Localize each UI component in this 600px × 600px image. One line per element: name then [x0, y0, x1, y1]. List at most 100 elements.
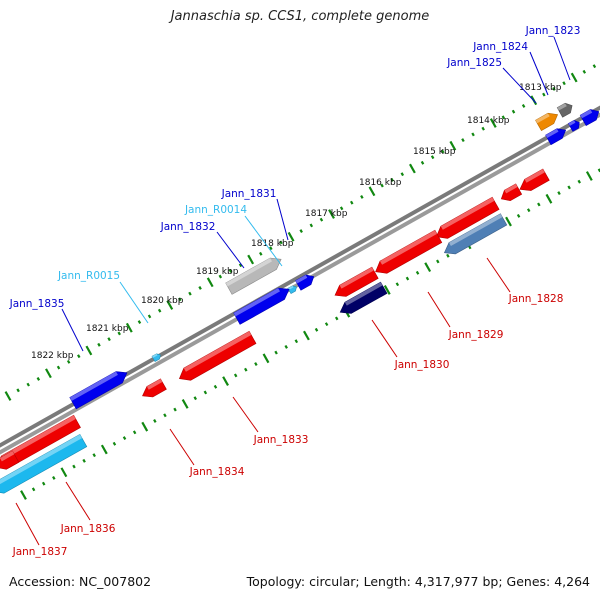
gene-label[interactable]: Jann_1825	[446, 57, 502, 69]
scale-tick	[82, 458, 86, 463]
scale-tick	[328, 209, 335, 219]
gene-label[interactable]: Jann_1823	[525, 25, 581, 37]
scale-tick	[501, 115, 506, 120]
scale-tick	[4, 391, 12, 401]
scale-tick	[107, 337, 111, 342]
scale-tick	[585, 171, 593, 181]
gene-label-connector	[15, 502, 40, 546]
scale-tick	[153, 419, 157, 423]
scale-tick	[562, 81, 566, 86]
gene-arrow-jann-1836-highlight	[1, 415, 76, 460]
gene-label[interactable]: Jann_1831	[221, 188, 277, 200]
scale-tick	[247, 254, 255, 265]
gene-label[interactable]: Jann_1828	[508, 293, 564, 305]
scale-tick	[141, 421, 149, 432]
scale-tick	[516, 213, 521, 218]
gene-label[interactable]: Jann_1833	[253, 434, 309, 446]
scale-tick	[350, 200, 354, 205]
accession-text: Accession: NC_007802	[9, 574, 152, 589]
scale-tick	[505, 216, 512, 227]
gene-arrow-jann-1832-highlight	[233, 288, 280, 317]
gene-arrow-jann-r0014-highlight	[288, 285, 294, 290]
scale-tick	[31, 487, 36, 492]
scale-tick	[218, 274, 223, 279]
scale-tick	[400, 172, 405, 177]
scale-tick	[303, 330, 310, 341]
scale-tick	[222, 376, 229, 386]
gene-label[interactable]: Jann_1836	[60, 523, 116, 535]
scale-tick	[117, 331, 121, 336]
scale-tick	[16, 388, 20, 393]
scale-tick	[314, 327, 319, 332]
gene-label-connector	[61, 308, 84, 352]
scale-tick	[567, 185, 571, 190]
gene-label[interactable]: Jann_1832	[160, 221, 216, 233]
gene-label[interactable]: Jann_1829	[448, 329, 504, 341]
scale-tick	[395, 282, 400, 287]
scale-tick	[203, 390, 208, 395]
scale-label: 1817 kbp	[305, 209, 348, 219]
scale-tick	[339, 206, 344, 211]
gene-label[interactable]: Jann_1837	[12, 546, 68, 558]
scale-tick	[206, 277, 214, 288]
gene-arrow-jann-r0015-highlight	[152, 353, 158, 358]
scale-tick	[56, 365, 61, 370]
scale-tick	[390, 177, 394, 182]
gene-label-connector	[216, 231, 245, 269]
gene-arrow-jann-1834-highlight	[146, 378, 163, 390]
gene-label[interactable]: Jann_R0015	[57, 270, 120, 282]
scale-tick	[157, 308, 162, 313]
gene-arrow-jann-1836-highlight	[0, 450, 15, 462]
scale-tick	[446, 253, 450, 258]
gene-arrow-jann-1829-highlight	[524, 169, 545, 183]
gene-arrow-jann-1829-highlight	[339, 267, 374, 289]
gene-arrow-jann-1828-highlight	[449, 213, 503, 246]
scale-tick	[526, 208, 531, 213]
scale-tick	[233, 373, 238, 378]
gene-label[interactable]: Jann_1834	[189, 466, 245, 478]
gene-label-connector	[276, 198, 289, 241]
gene-arrow-jann-1824-highlight	[545, 128, 559, 138]
gene-arrow-jann-1828[interactable]	[443, 213, 508, 255]
scale-tick	[415, 270, 420, 275]
gene-arrow-jann-1830-highlight	[344, 282, 383, 306]
scale-label: 1818 kbp	[251, 239, 294, 249]
scale-tick	[213, 384, 218, 389]
scale-tick	[228, 268, 233, 273]
scale-label: 1819 kbp	[196, 267, 239, 277]
gene-label-connector	[553, 36, 571, 81]
gene-label[interactable]: Jann_1835	[9, 298, 65, 310]
scale-tick	[279, 240, 283, 245]
scale-tick	[77, 354, 81, 359]
gene-arrow-jann-1835[interactable]	[69, 371, 128, 410]
scale-tick	[430, 155, 435, 160]
scale-tick	[45, 368, 52, 379]
scale-tick	[72, 464, 76, 469]
gene-arrow-jann-1832[interactable]	[225, 257, 282, 295]
gene-arrow-jann-1829-highlight	[440, 197, 495, 230]
scale-tick	[274, 350, 278, 355]
gene-arrow-jann-1829[interactable]	[519, 168, 550, 191]
scale-tick	[26, 382, 30, 387]
gene-label[interactable]: Jann_1830	[394, 359, 450, 371]
gene-arrow-jann-1835-highlight	[69, 371, 118, 401]
scale-tick	[461, 138, 465, 143]
scale-tick	[449, 140, 457, 151]
scale-tick	[41, 481, 46, 486]
scale-tick	[577, 179, 581, 184]
scale-tick	[552, 86, 556, 91]
scale-tick	[489, 118, 497, 128]
gene-label-connector	[486, 257, 511, 293]
gene-arrow-jann-1824-highlight	[580, 109, 593, 119]
scale-tick	[471, 132, 475, 137]
scale-label: 1816 kbp	[359, 178, 402, 188]
scale-tick	[440, 149, 445, 154]
gene-label[interactable]: Jann_R0014	[184, 204, 247, 216]
scale-label: 1813 kbp	[519, 83, 562, 93]
gene-arrow-jann-1832[interactable]	[233, 287, 290, 325]
scale-tick	[137, 320, 142, 325]
gene-arrow-jann-1834[interactable]	[142, 378, 167, 398]
gene-arrow-jann-1829[interactable]	[500, 183, 523, 202]
gene-label[interactable]: Jann_1824	[472, 41, 528, 53]
scale-tick	[380, 183, 384, 188]
